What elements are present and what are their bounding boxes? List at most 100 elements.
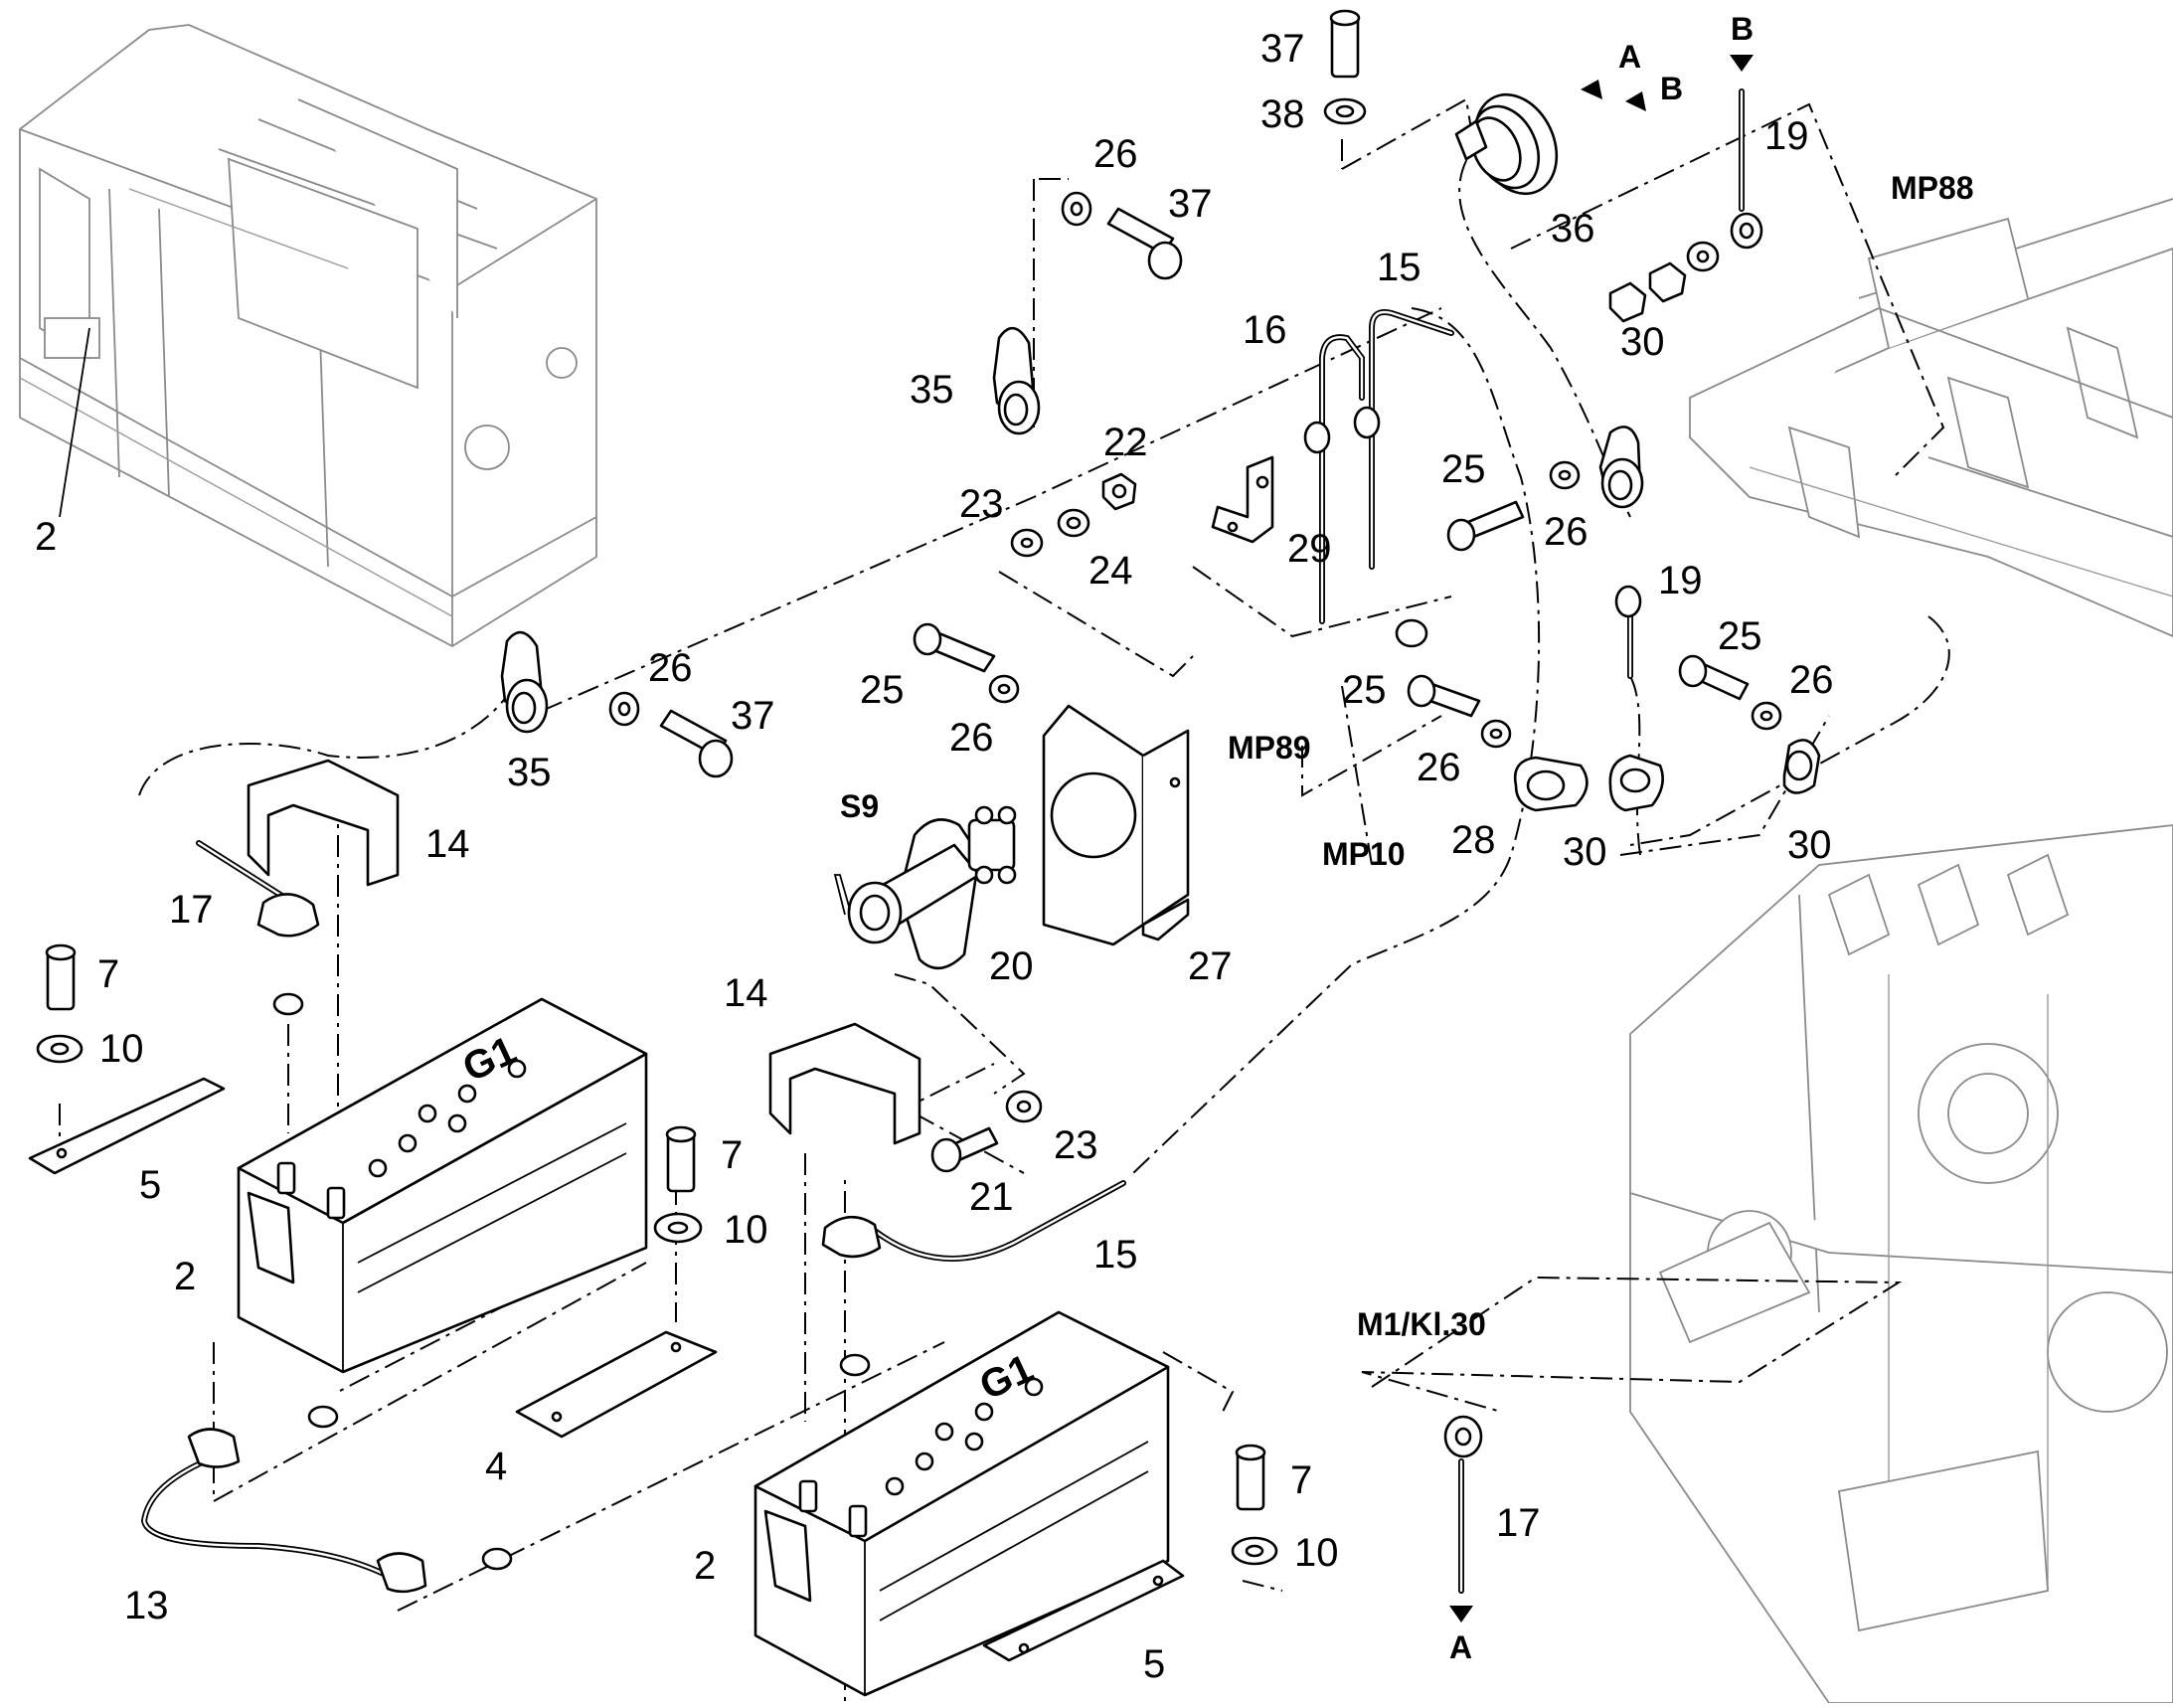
arrow-ab-top: [1581, 80, 1646, 111]
callout-35-left: 35: [507, 751, 552, 794]
bolt-37-mid: [1106, 207, 1183, 280]
callout-14-mid: 14: [724, 971, 768, 1015]
leader-lines: [59, 327, 90, 518]
bolt-25-d: [1678, 654, 1750, 701]
washer-23-top: [1010, 528, 1044, 558]
callout-16: 16: [1243, 308, 1287, 352]
callout-26-c: 26: [1789, 658, 1834, 702]
strap-5-bottom: [982, 1559, 1185, 1662]
bracket-29: [1211, 455, 1274, 544]
callout-mp89: MP89: [1228, 730, 1311, 766]
callout-a-top: A: [1618, 39, 1641, 75]
callout-35-top: 35: [910, 368, 954, 412]
callout-labels: 37 38 A B B 19 MP88 36 26 37 15 16 30 35…: [35, 11, 1974, 1686]
bolt-7-bottom: [1235, 1444, 1266, 1511]
plate-4: [515, 1330, 718, 1439]
clamp-28: [1513, 756, 1588, 812]
callout-26-left: 26: [648, 646, 693, 690]
battery-2-left: G1: [237, 997, 648, 1374]
callout-m1-kl30: M1/Kl.30: [1357, 1306, 1486, 1342]
callout-mp88: MP88: [1891, 170, 1974, 206]
cable-15-mid: [821, 1180, 1126, 1262]
callout-37-left: 37: [731, 694, 775, 738]
washer-10-left: [36, 1034, 84, 1064]
callout-30-top: 30: [1620, 320, 1665, 364]
clamp-35-left: [500, 630, 549, 734]
callout-10-bottom: 10: [1294, 1531, 1339, 1575]
callout-7-left: 7: [97, 952, 119, 996]
grommet-36: [1454, 92, 1559, 196]
cable-17-left: [196, 840, 320, 938]
callout-10-left: 10: [99, 1027, 144, 1071]
clamp-35-top: [992, 326, 1041, 435]
callout-a-bottom: A: [1449, 1629, 1472, 1665]
callout-24: 24: [1088, 549, 1133, 593]
callout-15-top: 15: [1377, 246, 1421, 289]
callout-19-top: 19: [1764, 114, 1809, 158]
callout-25-c: 25: [860, 668, 905, 712]
callout-23-mid: 23: [1054, 1123, 1098, 1167]
bolt-21: [930, 1126, 999, 1173]
callout-17-bottom: 17: [1496, 1501, 1541, 1545]
callout-37-top: 37: [1260, 27, 1305, 71]
bolt-7-mid: [665, 1125, 697, 1193]
callout-36: 36: [1551, 207, 1595, 251]
callout-b-top-right: B: [1731, 11, 1754, 47]
callout-22: 22: [1103, 421, 1148, 464]
callout-13: 13: [124, 1584, 169, 1627]
washer-26-c: [1549, 460, 1581, 490]
bolt-25-a: [913, 622, 996, 673]
bolt-25-c: [1407, 674, 1481, 718]
clamp-30-top: [1598, 426, 1644, 509]
callout-26-e: 26: [1417, 746, 1461, 789]
callout-7-mid: 7: [721, 1133, 743, 1177]
callout-15-mid: 15: [1093, 1233, 1138, 1277]
washer-26-e: [1751, 701, 1782, 731]
callout-30-mid: 30: [1563, 830, 1607, 874]
clamp-30-mid: [1608, 754, 1664, 812]
callout-5-bottom: 5: [1143, 1642, 1165, 1686]
callout-37-mid: 37: [1168, 182, 1213, 226]
callout-2-left-battery: 2: [174, 1255, 196, 1298]
callout-26-b: 26: [1544, 510, 1588, 554]
bolt-37-top: [1329, 9, 1361, 79]
callout-10-mid: 10: [724, 1208, 768, 1252]
bolt-7-left: [45, 943, 77, 1011]
nuts-mp88: [1608, 241, 1720, 323]
callout-s9: S9: [840, 788, 879, 824]
callout-mp10: MP10: [1322, 836, 1406, 872]
washer-26-top: [1061, 191, 1092, 227]
washer-10-mid: [653, 1212, 703, 1244]
battery-frame: [19, 24, 597, 648]
cable-13: [140, 1428, 427, 1594]
callout-25-d: 25: [1342, 668, 1387, 712]
callout-21: 21: [969, 1175, 1014, 1219]
callout-20: 20: [989, 944, 1034, 988]
engine: [1629, 824, 2173, 1704]
bracket-27: [1042, 704, 1190, 946]
callout-26-d: 26: [949, 716, 994, 760]
callout-30-right: 30: [1787, 823, 1832, 867]
callout-14-left: 14: [425, 822, 470, 866]
battery-2-bottom: G1: [753, 1310, 1170, 1697]
callout-17-left: 17: [169, 888, 214, 932]
washer-10-bottom: [1231, 1536, 1278, 1566]
clamp-30-right: [1782, 739, 1821, 794]
nut-22: [1101, 472, 1137, 511]
arrow-b-top-right: [1730, 55, 1754, 72]
bolt-25-b: [1446, 500, 1525, 552]
washer-26-b: [988, 674, 1020, 704]
cable-19-mid: [1614, 585, 1642, 679]
callout-19-mid: 19: [1658, 559, 1703, 602]
callout-7-bottom: 7: [1290, 1458, 1312, 1502]
callout-25-a: 25: [1441, 447, 1486, 491]
cable-19-top: [1730, 88, 1763, 250]
callout-38: 38: [1260, 92, 1305, 136]
cable-17-bottom: [1443, 1415, 1483, 1623]
callout-4: 4: [485, 1445, 507, 1488]
washer-38: [1323, 97, 1367, 125]
cable-15-top: [1303, 309, 1454, 648]
callout-27: 27: [1188, 944, 1233, 988]
vehicle-chassis: [1688, 198, 2173, 637]
